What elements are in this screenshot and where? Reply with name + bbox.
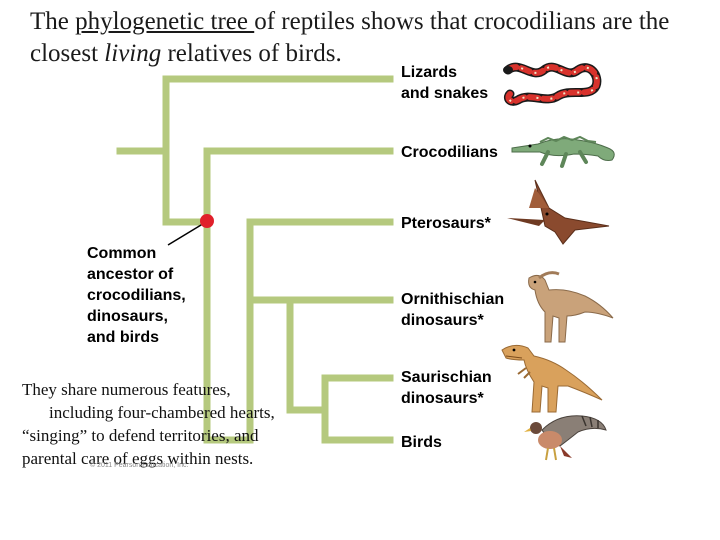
common-ancestor-callout: Common ancestor of crocodilians, dinosau… (87, 243, 186, 348)
copyright-notice: © 2011 Pearson Education, Inc. (90, 462, 189, 469)
callout-line: Common (87, 245, 157, 262)
snake-icon (503, 62, 602, 106)
taxon-label-line2: dinosaurs* (401, 390, 484, 407)
crocodile-icon (511, 135, 615, 168)
taxon-birds: Birds (401, 432, 442, 453)
pterosaur-icon (507, 179, 610, 245)
phylogenetic-tree-link[interactable]: phylogenetic tree (75, 8, 255, 35)
callout-line: and birds (87, 329, 160, 346)
note-line: “singing” to defend territories, and (22, 426, 259, 445)
taxon-pterosaurs: Pterosaurs* (401, 213, 491, 234)
title-part1: The (30, 8, 76, 35)
callout-line: ancestor of (87, 266, 174, 283)
taxon-label-line1: Lizards (401, 64, 458, 81)
taxon-label-line2: dinosaurs* (401, 312, 484, 329)
note-line: parental care of eggs within nests. (22, 449, 254, 468)
taxon-ornithischians: Ornithischian dinosaurs* (401, 289, 504, 331)
taxon-saurischians: Saurischian dinosaurs* (401, 367, 492, 409)
note-line: including four-chambered hearts, (49, 403, 275, 422)
slide-title: The phylogenetic tree of reptiles shows … (30, 6, 720, 70)
title-emphasis: living (104, 40, 162, 67)
taxon-label-line1: Birds (401, 434, 442, 451)
bird-icon (524, 415, 607, 461)
ornithischian-icon (528, 271, 614, 343)
taxon-label-line1: Crocodilians (401, 144, 498, 161)
taxon-label-line2: and snakes (401, 85, 489, 102)
taxon-lizards-snakes: Lizards and snakes (401, 62, 488, 104)
callout-line: dinosaurs, (87, 308, 168, 325)
callout-pointer (167, 221, 207, 246)
note-line: They share numerous features, (22, 380, 231, 399)
taxon-crocodilians: Crocodilians (401, 142, 498, 163)
title-part3: relatives of birds. (161, 40, 342, 67)
taxon-label-line1: Pterosaurs* (401, 215, 491, 232)
callout-line: crocodilians, (87, 287, 186, 304)
taxon-label-line1: Saurischian (401, 369, 492, 386)
common-ancestor-node[interactable] (200, 214, 214, 228)
saurischian-icon (501, 344, 603, 413)
title-part2: of reptiles shows that crocodilians are … (30, 8, 670, 67)
shared-features-note: They share numerous features, including … (22, 378, 322, 470)
taxon-label-line1: Ornithischian (401, 291, 505, 308)
